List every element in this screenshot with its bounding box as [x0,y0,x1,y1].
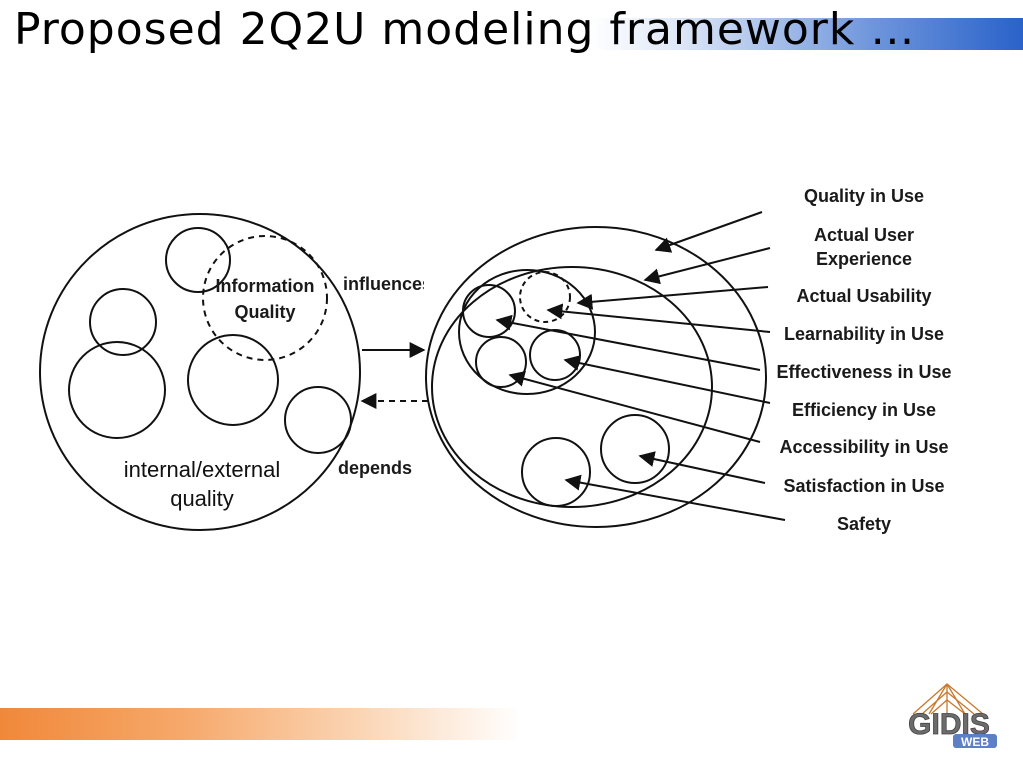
ie-quality-label-1: internal/external [124,457,281,482]
arrow-accessibility [508,371,761,443]
label-effectiveness-in-use: Effectiveness in Use [776,362,951,382]
label-learnability-in-use: Learnability in Use [784,324,944,344]
satisfaction-circle [600,414,670,484]
quality-in-use-circle [425,226,767,528]
actual-user-experience-circle [431,266,713,508]
pointer-arrows-group [495,211,786,521]
small-circle-top [165,227,231,293]
ie-quality-label-2: quality [170,486,234,511]
arrow-quality-in-use [654,211,763,253]
information-quality-circle [202,235,328,361]
small-circle-left [89,288,157,356]
label-actual-usability: Actual Usability [796,286,931,306]
label-quality-in-use: Quality in Use [804,186,924,206]
label-efficiency-in-use: Efficiency in Use [792,400,936,420]
influences-label: influences [343,274,432,294]
arrow-actual-user-experience [643,247,771,285]
actual-usability-circle [458,269,596,395]
label-actual-user-experience-1: Actual User [814,225,914,245]
medium-circle-left [68,341,166,439]
info-quality-label-1: Information [216,276,315,296]
arrow-learnability [546,303,771,333]
label-safety: Safety [837,514,891,534]
safety-circle [521,437,591,507]
gidis-web-logo-icon: GIDIS WEB [908,683,997,749]
arrow-satisfaction [638,451,766,484]
internal-external-quality-circle [39,213,361,531]
arrow-actual-usability [576,286,769,310]
logo-sub-text: WEB [961,735,989,749]
medium-circle-center [187,334,279,426]
title-gradient-bar [590,18,1023,50]
arrow-safety [564,474,786,521]
label-accessibility-in-use: Accessibility in Use [779,437,948,457]
depends-label: depends [338,458,412,478]
arrow-efficiency [563,355,771,404]
efficiency-circle [529,329,581,381]
labels-group: Quality in Use Actual User Experience Ac… [776,186,951,534]
learnability-circle [462,284,516,338]
slide-title: Proposed 2Q2U modeling framework … [14,4,916,55]
info-quality-label-2: Quality [234,302,295,322]
small-circle-right [284,386,352,454]
internal-external-quality-group: Information Quality internal/external qu… [39,213,361,531]
label-actual-user-experience-2: Experience [816,249,912,269]
footer-gradient-bar [0,708,520,740]
arrow-effectiveness [495,314,761,371]
label-satisfaction-in-use: Satisfaction in Use [783,476,944,496]
relations-group: influences depends [338,274,432,478]
dashed-inner-circle [519,271,571,323]
quality-in-use-group [425,226,767,528]
effectiveness-circle [475,336,527,388]
